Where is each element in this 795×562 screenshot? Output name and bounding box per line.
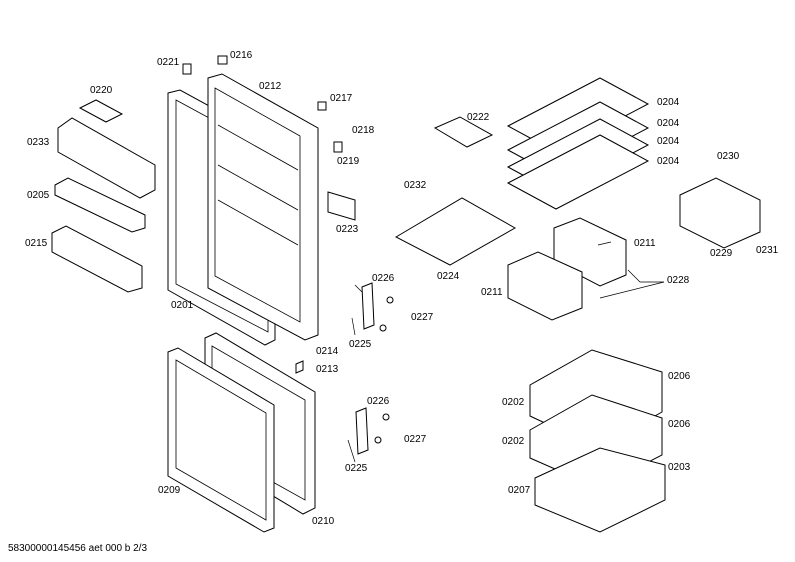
label-0226-a: 0226 — [372, 273, 395, 284]
label-0226-b: 0226 — [367, 396, 390, 407]
label-0229: 0229 — [710, 248, 733, 259]
label-0223: 0223 — [336, 224, 359, 235]
label-0210: 0210 — [312, 516, 335, 527]
label-0204-c: 0204 — [657, 136, 680, 147]
drawer-0229 — [679, 177, 761, 249]
leader-lines — [347, 241, 665, 463]
bottle-rack-0224 — [394, 197, 517, 266]
label-0219: 0219 — [337, 156, 360, 167]
label-0204-d: 0204 — [657, 156, 680, 167]
label-0212: 0212 — [259, 81, 282, 92]
door-shelf-0215 — [51, 225, 143, 293]
label-0222: 0222 — [467, 112, 490, 123]
door-shelf-0205 — [54, 177, 146, 233]
label-0211-b: 0211 — [481, 287, 503, 298]
egg-tray-0220 — [78, 99, 124, 123]
label-0227-a: 0227 — [411, 312, 434, 323]
label-0214: 0214 — [316, 346, 339, 357]
label-0209: 0209 — [158, 485, 181, 496]
crisper-boxes — [507, 217, 627, 321]
label-0207: 0207 — [508, 485, 531, 496]
label-0218: 0218 — [352, 125, 375, 136]
label-0202-a: 0202 — [502, 397, 525, 408]
label-0220: 0220 — [90, 85, 113, 96]
label-0211-a: 0211 — [634, 238, 656, 249]
label-0206-b: 0206 — [668, 419, 691, 430]
label-0225-b: 0225 — [345, 463, 368, 474]
label-0231: 0231 — [756, 245, 779, 256]
label-0213: 0213 — [316, 364, 339, 375]
label-0203: 0203 — [668, 462, 691, 473]
label-0206-a: 0206 — [668, 371, 691, 382]
door-shelf-0233 — [57, 117, 156, 199]
label-0233: 0233 — [27, 137, 50, 148]
glass-shelves — [506, 77, 650, 210]
label-0232: 0232 — [404, 180, 427, 191]
label-0230: 0230 — [717, 151, 740, 162]
label-0227-b: 0227 — [404, 434, 427, 445]
footer-document-id: 58300000145456 aet 000 b 2/3 — [8, 543, 148, 554]
lower-door-seal — [167, 347, 275, 533]
ice-tray-0222 — [433, 116, 494, 148]
freezer-drawer-lower — [534, 447, 666, 533]
small-parts — [182, 55, 356, 374]
label-0202-b: 0202 — [502, 436, 525, 447]
label-0225-a: 0225 — [349, 339, 372, 350]
label-0216: 0216 — [230, 50, 253, 61]
hinge-upper — [361, 282, 394, 332]
label-0201: 0201 — [171, 300, 194, 311]
hinge-lower — [355, 407, 390, 455]
label-0221: 0221 — [157, 57, 180, 68]
label-0205: 0205 — [27, 190, 50, 201]
label-0217: 0217 — [330, 93, 353, 104]
label-0224: 0224 — [437, 271, 460, 282]
label-0204-a: 0204 — [657, 97, 680, 108]
label-0215: 0215 — [25, 238, 48, 249]
label-0204-b: 0204 — [657, 118, 680, 129]
upper-door-liner — [207, 73, 319, 341]
label-0228: 0228 — [667, 275, 690, 286]
